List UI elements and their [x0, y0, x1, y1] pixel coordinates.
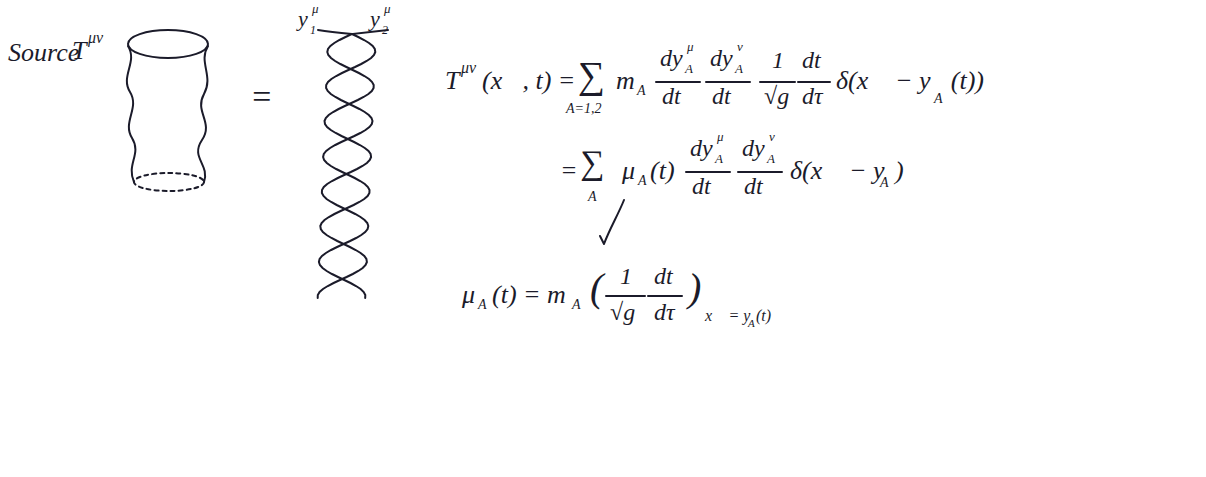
handwritten-text: dτ [654, 300, 675, 324]
handwritten-text: ν [769, 130, 775, 143]
handwritten-text: (t) = m [492, 282, 566, 308]
handwritten-text: μ [717, 130, 724, 143]
handwritten-text: A [638, 174, 647, 188]
handwritten-text: dy [660, 46, 683, 70]
handwritten-text: 1 [620, 264, 632, 288]
handwritten-text: ) [688, 268, 701, 308]
handwritten-text: = [560, 158, 578, 184]
handwritten-text: μν [461, 60, 476, 76]
handwritten-text: dy [710, 46, 733, 70]
handwritten-text: dτ [802, 84, 823, 108]
cylinder-bottom [134, 173, 204, 191]
handwritten-text: 2 [382, 24, 388, 36]
handwritten-text: dt [654, 264, 673, 288]
handwritten-text: ∑ [580, 146, 604, 180]
handwritten-text: y [370, 8, 380, 30]
handwritten-text: A=1,2 [566, 102, 602, 116]
handwritten-text: ) [895, 158, 904, 184]
handwritten-text: 1 [310, 24, 316, 36]
handwritten-text: μ [312, 2, 319, 15]
fraction-bar [656, 81, 830, 83]
cylinder-side [127, 46, 136, 182]
handwritten-text: μ [384, 2, 391, 15]
handwritten-text: ( [590, 268, 603, 308]
handwritten-text: μ [462, 282, 475, 308]
handwritten-text: A [767, 152, 775, 165]
handwritten-text: μν [88, 30, 103, 46]
fraction-bar [606, 295, 682, 297]
handwritten-text: A [715, 152, 723, 165]
handwritten-text: dt [802, 48, 821, 72]
handwritten-text: dt [662, 84, 681, 108]
handwritten-text: dt [712, 84, 731, 108]
handwritten-text: A [478, 298, 487, 312]
handwritten-text: A [748, 318, 755, 329]
handwritten-text: ν [737, 40, 743, 53]
handwritten-text: dy [742, 136, 765, 160]
cylinder-top [128, 30, 208, 58]
handwritten-text: δ(x⃗ − y⃗(t)) [836, 68, 984, 94]
handwritten-text: (t) [650, 158, 675, 184]
handwritten-text: = [250, 80, 273, 114]
handwritten-text: (t) [756, 308, 771, 324]
handwritten-text: A [637, 84, 646, 98]
fraction-bar [686, 171, 782, 173]
handwritten-text: y [298, 8, 308, 30]
handwritten-text: A [685, 62, 693, 75]
handwritten-text: √g [610, 300, 635, 324]
handwritten-text: Source [8, 40, 79, 66]
handwritten-text: (x⃗, t) = [482, 68, 575, 94]
handwritten-text: 1 [772, 48, 784, 72]
handwritten-text: μ [622, 158, 635, 184]
handwritten-text: μ [687, 40, 694, 53]
handwritten-text: A [934, 92, 943, 106]
handwritten-text: dy [690, 136, 713, 160]
helix-strand [318, 30, 388, 298]
check-mark [600, 200, 624, 244]
handwritten-text: T [72, 38, 86, 64]
handwritten-text: A [572, 298, 581, 312]
handwritten-text: A [880, 176, 889, 190]
handwritten-text: dt [692, 174, 711, 198]
handwritten-text: m [616, 68, 635, 94]
handwritten-text: A [735, 62, 743, 75]
handwritten-text: dt [744, 174, 763, 198]
handwritten-text: ∑ [578, 56, 605, 94]
handwritten-text: √g [764, 84, 789, 108]
handwritten-text: A [588, 190, 597, 204]
handwritten-text: T [445, 68, 459, 94]
cylinder-side [198, 46, 208, 182]
